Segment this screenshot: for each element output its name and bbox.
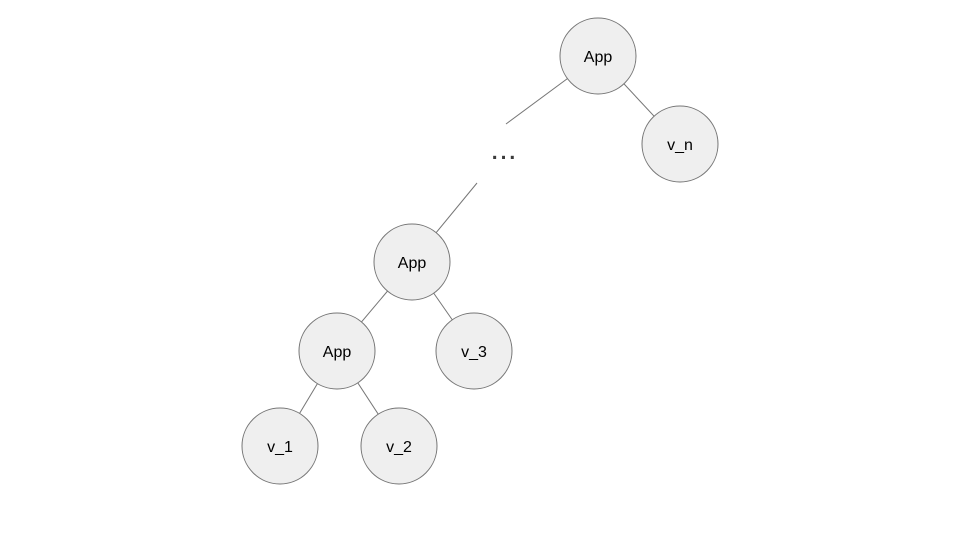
node-v-1-label: v_1 bbox=[267, 439, 293, 456]
node-app-root-label: App bbox=[584, 49, 613, 66]
node-v-3-circle bbox=[435, 312, 513, 390]
node-app-inner-label: App bbox=[323, 344, 352, 361]
node-v-3-label: v_3 bbox=[461, 344, 487, 361]
node-v-2-circle bbox=[360, 407, 438, 485]
node-app-inner: App bbox=[298, 312, 376, 390]
node-v-1-circle bbox=[241, 407, 319, 485]
node-v-2: v_2 bbox=[360, 407, 438, 485]
node-v-n-label: v_n bbox=[667, 137, 693, 154]
node-app-mid-label: App bbox=[398, 255, 427, 272]
node-v-n: v_n bbox=[641, 105, 719, 183]
node-app-inner-circle bbox=[298, 312, 376, 390]
node-v-n-circle bbox=[641, 105, 719, 183]
node-v-2-label: v_2 bbox=[386, 439, 412, 456]
node-v-3: v_3 bbox=[435, 312, 513, 390]
node-app-mid-circle bbox=[373, 223, 451, 301]
node-v-1: v_1 bbox=[241, 407, 319, 485]
node-app-root: App bbox=[559, 17, 637, 95]
node-app-mid: App bbox=[373, 223, 451, 301]
ellipsis-label: ... bbox=[492, 141, 519, 164]
node-app-root-circle bbox=[559, 17, 637, 95]
